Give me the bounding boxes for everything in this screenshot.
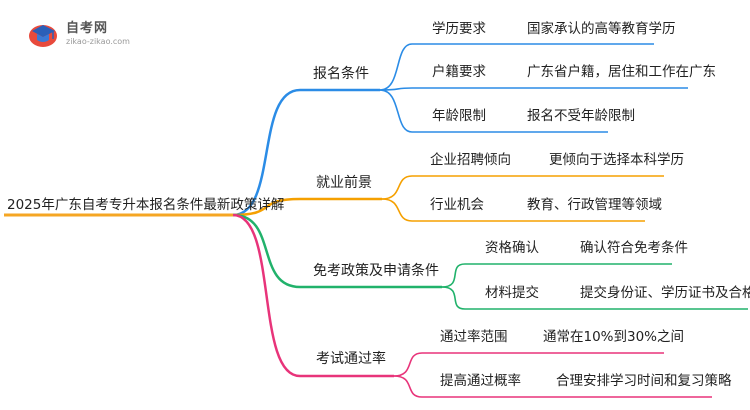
leaf-value: 更倾向于选择本科学历 (549, 152, 684, 168)
root-topic: 2025年广东自考专升本报名条件最新政策详解 (7, 196, 284, 213)
branch-connector (232, 197, 301, 217)
branch-connector (232, 88, 301, 217)
branch-topic: 就业前景 (316, 174, 372, 191)
site-logo[interactable]: 自考网 zikao-zikao.com (28, 16, 138, 50)
leaf-connector (441, 263, 466, 288)
leaf-key: 企业招聘倾向 (430, 151, 511, 168)
leaf-connector (381, 198, 413, 222)
leaf-connector (379, 89, 413, 133)
graduation-cap-icon (29, 25, 57, 47)
branch-topic: 考试通过率 (316, 350, 386, 367)
leaf-value: 提交身份证、学历证书及合格证明 (580, 284, 750, 301)
leaf-connector (381, 175, 413, 200)
leaf-value: 报名不受年龄限制 (527, 108, 635, 124)
leaf-key: 学历要求 (432, 21, 486, 37)
branch-connector (232, 213, 301, 289)
leaf-key: 提高通过概率 (440, 372, 521, 389)
leaf-key: 材料提交 (485, 284, 539, 301)
branch-topic: 免考政策及申请条件 (313, 262, 439, 279)
leaf-key: 通过率范围 (440, 328, 508, 345)
branch-topic: 报名条件 (313, 65, 369, 82)
leaf-value: 合理安排学习时间和复习策略 (556, 372, 732, 389)
leaf-value: 通常在10%到30%之间 (543, 329, 684, 345)
leaf-key: 户籍要求 (432, 63, 486, 80)
leaf-key: 行业机会 (430, 197, 484, 213)
leaf-value: 广东省户籍，居住和工作在广东 (527, 63, 716, 80)
leaf-connector (441, 286, 466, 310)
leaf-value: 教育、行政管理等领域 (527, 196, 662, 213)
leaf-connector (393, 352, 423, 377)
leaf-connector (379, 43, 413, 91)
leaf-key: 资格确认 (485, 240, 539, 256)
logo-url: zikao-zikao.com (66, 37, 130, 46)
leaf-key: 年龄限制 (432, 108, 486, 124)
branch-connector (232, 213, 301, 378)
leaf-value: 确认符合免考条件 (580, 239, 688, 256)
leaf-value: 国家承认的高等教育学历 (527, 20, 676, 37)
leaf-connector (393, 375, 423, 398)
logo-title: 自考网 (66, 21, 109, 36)
